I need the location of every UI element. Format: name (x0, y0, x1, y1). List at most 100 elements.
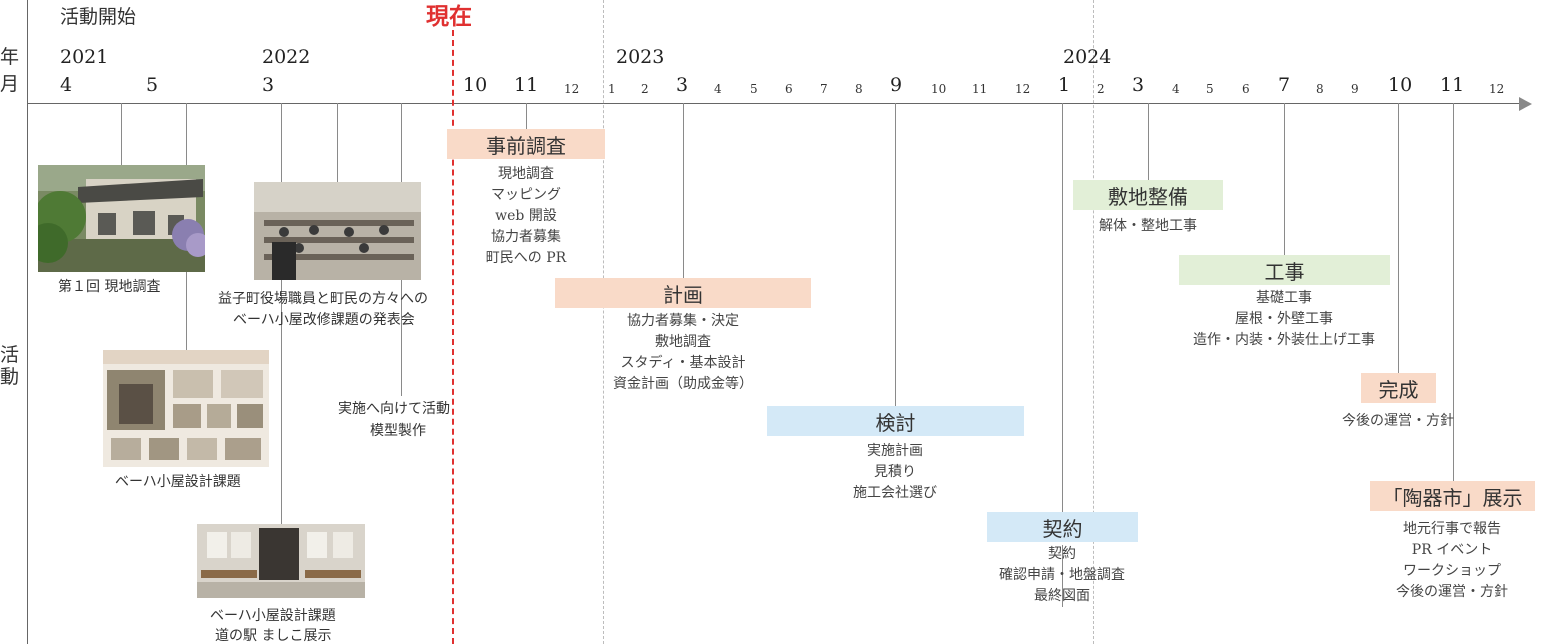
month-label-small: 5 (750, 82, 758, 96)
month-label: 11 (1440, 74, 1465, 96)
year-boundary-2023 (603, 0, 604, 644)
phase-planning: 計画 (555, 278, 811, 308)
exhibition-photo (197, 524, 365, 598)
phase-item: マッピング (491, 187, 561, 203)
early-activity-caption: 第１回 現地調査 (58, 279, 161, 295)
early-activity-caption: ベーハ小屋改修課題の発表会 (233, 312, 415, 328)
connector-line (281, 103, 282, 183)
phase-item: 施工会社選び (853, 485, 937, 501)
month-label-small: 10 (931, 82, 947, 96)
phase-pre-survey: 事前調査 (447, 129, 605, 159)
phase-item: 屋根・外壁工事 (1235, 311, 1333, 327)
month-label-small: 7 (820, 82, 828, 96)
connector-line (1398, 103, 1399, 373)
phase-item: 資金計画（助成金等） (613, 376, 753, 392)
phase-item: 契約 (1048, 546, 1076, 562)
month-label-small: 8 (855, 82, 863, 96)
meeting-room-photo (254, 182, 421, 280)
month-axis-label: 月 (0, 73, 20, 95)
connector-line (1062, 103, 1063, 512)
early-activity-caption: 道の駅 ましこ展示 (215, 628, 332, 644)
month-label: 9 (890, 74, 903, 96)
phase-item: 造作・内装・外装仕上げ工事 (1193, 332, 1375, 348)
phase-item: PR イベント (1411, 542, 1493, 558)
connector-line (1148, 103, 1149, 180)
phase-review: 検討 (767, 406, 1024, 436)
month-label: 10 (1388, 74, 1413, 96)
phase-item: 最終図面 (1034, 588, 1090, 604)
year-label: 2022 (262, 46, 311, 68)
month-label: 5 (146, 74, 159, 96)
month-label-small: 8 (1316, 82, 1324, 96)
design-boards-photo (103, 350, 269, 467)
activity-side-label: 活動 (0, 344, 20, 388)
phase-item: ワークショップ (1403, 563, 1501, 579)
year-axis-label: 年 (0, 46, 20, 68)
month-label-small: 2 (641, 82, 649, 96)
month-label: 7 (1278, 74, 1291, 96)
phase-item: 地元行事で報告 (1403, 521, 1501, 537)
early-activity-caption: ベーハ小屋設計課題 (115, 474, 241, 490)
phase-item: 協力者募集 (491, 229, 561, 245)
month-label: 4 (60, 74, 73, 96)
phase-construction: 工事 (1179, 255, 1390, 285)
phase-completion: 完成 (1361, 373, 1436, 403)
phase-item: 今後の運営・方針 (1396, 584, 1508, 600)
month-label: 10 (463, 74, 488, 96)
phase-item: 確認申請・地盤調査 (999, 567, 1125, 583)
month-label-small: 1 (608, 82, 616, 96)
month-label-small: 6 (1242, 82, 1250, 96)
year-label: 2023 (616, 46, 665, 68)
early-activity-caption: ベーハ小屋設計課題 (210, 608, 336, 624)
connector-line (1284, 103, 1285, 255)
connector-line (337, 103, 338, 183)
now-label: 現在 (426, 3, 472, 30)
month-label: 1 (1058, 74, 1071, 96)
month-label-small: 2 (1097, 82, 1105, 96)
timeline-arrow-icon (1519, 97, 1532, 111)
phase-item: web 開設 (495, 208, 557, 224)
timeline-axis-line (27, 103, 1520, 104)
phase-site-preparation: 敷地整備 (1073, 180, 1223, 210)
connector-line (683, 103, 684, 279)
phase-item: スタディ・基本設計 (620, 355, 746, 371)
phase-item: 見積り (874, 464, 916, 480)
month-label: 3 (262, 74, 275, 96)
phase-item: 敷地調査 (655, 334, 711, 350)
connector-line (121, 103, 122, 165)
month-label-small: 12 (564, 82, 580, 96)
year-label: 2024 (1063, 46, 1112, 68)
month-label: 11 (514, 74, 539, 96)
year-label: 2021 (60, 46, 109, 68)
early-activity-caption: 益子町役場職員と町民の方々への (218, 291, 428, 307)
month-label: 3 (1132, 74, 1145, 96)
month-label-small: 12 (1489, 82, 1505, 96)
connector-line (281, 280, 282, 525)
early-activity-caption: 実施へ向けて活動 (338, 401, 450, 417)
activity-start-label: 活動開始 (60, 6, 137, 28)
connector-line (895, 103, 896, 406)
phase-contract: 契約 (987, 512, 1138, 542)
month-label-small: 5 (1206, 82, 1214, 96)
phase-item: 町民への PR (485, 250, 567, 266)
phase-pottery-fair-exhibit: 「陶器市」展示 (1370, 481, 1535, 511)
month-label-small: 12 (1015, 82, 1031, 96)
year-boundary-2024 (1093, 0, 1094, 644)
phase-item: 協力者募集・決定 (627, 313, 739, 329)
phase-item: 基礎工事 (1256, 290, 1312, 306)
connector-line (1062, 545, 1063, 607)
month-label: 3 (676, 74, 689, 96)
connector-line (526, 103, 527, 129)
phase-item: 今後の運営・方針 (1342, 413, 1454, 429)
month-label-small: 11 (972, 82, 988, 96)
left-axis-line (27, 0, 28, 644)
month-label-small: 6 (785, 82, 793, 96)
old-farmhouse-photo (38, 165, 205, 272)
phase-item: 実施計画 (867, 443, 923, 459)
phase-item: 解体・整地工事 (1099, 218, 1197, 234)
month-label-small: 4 (1172, 82, 1180, 96)
now-marker-line (452, 30, 454, 644)
month-label-small: 4 (714, 82, 722, 96)
early-activity-caption: 模型製作 (370, 423, 426, 439)
